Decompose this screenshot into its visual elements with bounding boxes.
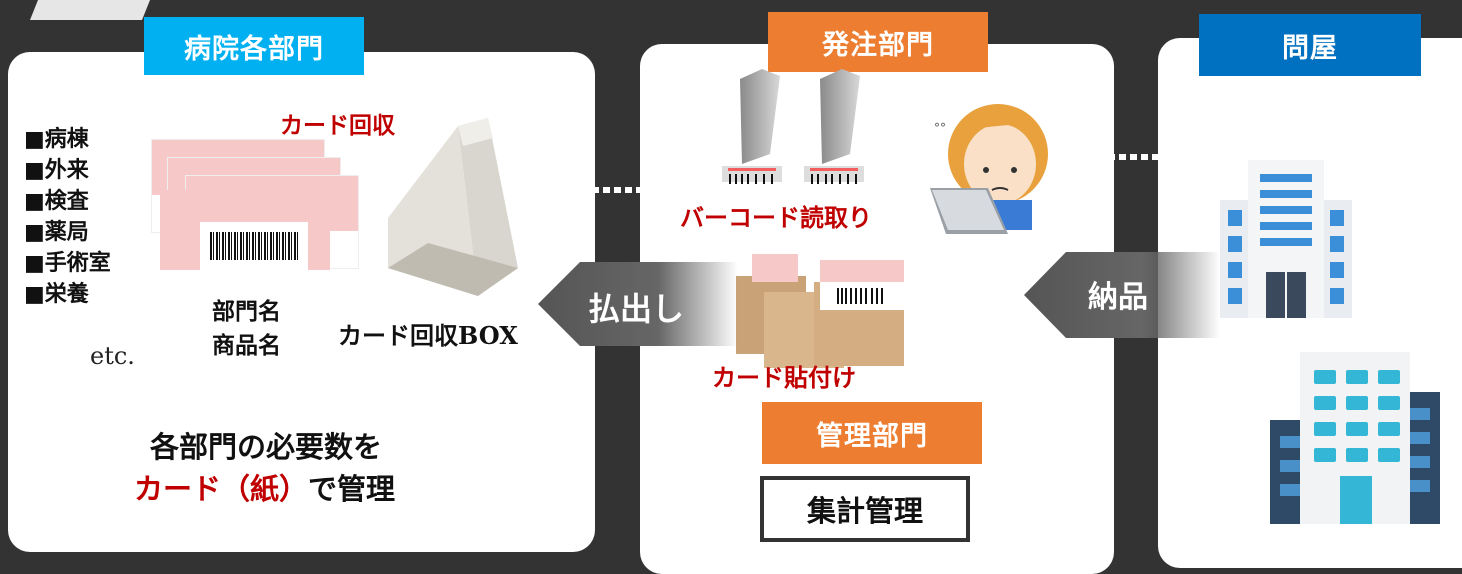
barcode-icon bbox=[210, 232, 298, 260]
summary-line1: 各部門の必要数を bbox=[150, 430, 383, 464]
arrow-right-icon bbox=[1086, 148, 1206, 166]
department-list: ■病棟 ■外来 ■検査 ■薬局 ■手術室 ■栄養 bbox=[24, 124, 111, 310]
card-label-dept: 部門名 bbox=[212, 298, 281, 325]
aggregate-box: 集計管理 bbox=[760, 476, 970, 542]
etc-label: etc. bbox=[90, 342, 135, 370]
apartment-building-icon bbox=[1270, 352, 1440, 524]
top-shape bbox=[30, 0, 150, 20]
hospital-panel bbox=[8, 52, 595, 552]
payout-label: 払出し bbox=[588, 290, 685, 328]
department-item: ■手術室 bbox=[24, 250, 111, 276]
department-item: ■薬局 bbox=[24, 219, 89, 245]
card-label-product: 商品名 bbox=[212, 332, 281, 359]
summary-red: カード（紙） bbox=[134, 472, 309, 506]
person-laptop-icon: °° bbox=[930, 104, 1048, 234]
delivery-arrow-icon bbox=[1024, 252, 1220, 338]
wholesaler-tag: 問屋 bbox=[1199, 14, 1421, 76]
cardboard-box-icon bbox=[736, 254, 904, 368]
office-building-icon bbox=[1220, 160, 1352, 318]
aggregate-label: 集計管理 bbox=[806, 494, 923, 528]
arrow-right-icon bbox=[570, 181, 660, 199]
department-item: ■病棟 bbox=[24, 126, 89, 152]
payout-arrow-icon bbox=[538, 262, 738, 346]
hospital-tag: 病院各部門 bbox=[144, 17, 364, 75]
svg-text:°°: °° bbox=[934, 121, 946, 135]
management-tag: 管理部門 bbox=[762, 402, 982, 464]
delivery-label: 納品 bbox=[1088, 280, 1148, 315]
card-attach-label: カード貼付け bbox=[712, 363, 856, 392]
summary-rest: で管理 bbox=[308, 472, 396, 506]
collection-box-icon bbox=[388, 118, 518, 296]
collection-box-label: カード回収BOX bbox=[338, 321, 518, 350]
department-item: ■外来 bbox=[24, 157, 89, 183]
department-item: ■検査 bbox=[24, 188, 89, 214]
department-item: ■栄養 bbox=[24, 281, 89, 307]
ordering-tag: 発注部門 bbox=[768, 12, 988, 72]
summary-line2: カード（紙）で管理 bbox=[134, 466, 395, 508]
card-collect-label: カード回収 bbox=[280, 112, 395, 139]
barcode-read-label: バーコード読取り bbox=[680, 203, 872, 232]
barcode-scanner-icon bbox=[722, 69, 864, 184]
